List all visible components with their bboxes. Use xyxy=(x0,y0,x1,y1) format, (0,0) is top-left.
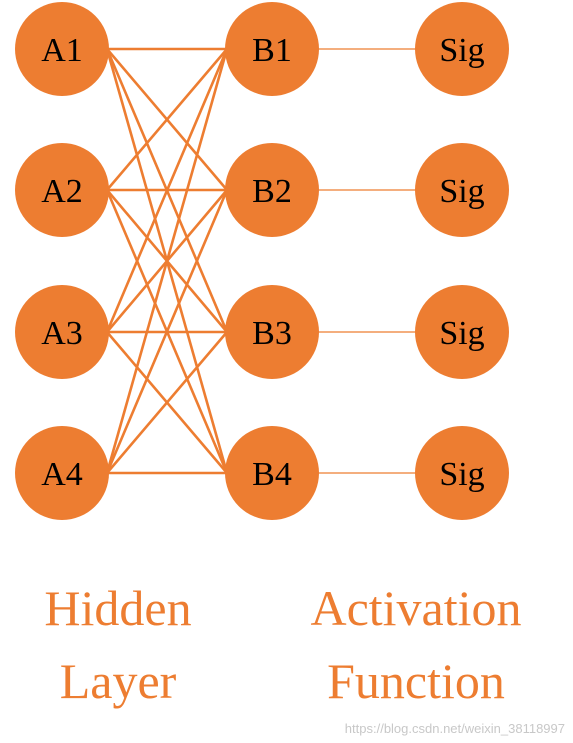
node-sig-3: Sig xyxy=(415,285,509,379)
node-b2-label: B2 xyxy=(252,173,292,210)
watermark: https://blog.csdn.net/weixin_38118997 xyxy=(345,721,565,736)
node-sig-2: Sig xyxy=(415,143,509,237)
node-b3: B3 xyxy=(225,285,319,379)
edge-a4-b3 xyxy=(106,331,228,474)
node-a1-circle xyxy=(15,2,109,96)
node-b4-label: B4 xyxy=(252,456,292,493)
node-a3-label: A3 xyxy=(41,315,83,352)
edge-a2-b1 xyxy=(106,48,228,191)
node-b3-label: B3 xyxy=(252,315,292,352)
node-sig-2-label: Sig xyxy=(439,173,484,210)
node-b3-circle xyxy=(225,285,319,379)
node-a1-label: A1 xyxy=(41,32,83,69)
node-b1-label: B1 xyxy=(252,32,292,69)
node-a2: A2 xyxy=(15,143,109,237)
node-a3-circle xyxy=(15,285,109,379)
caption-hidden-line-1: Hidden xyxy=(44,580,191,636)
node-sig-4: Sig xyxy=(415,426,509,520)
node-sig-4-label: Sig xyxy=(439,456,484,493)
node-sig-1: Sig xyxy=(415,2,509,96)
node-a2-label: A2 xyxy=(41,173,83,210)
node-b4: B4 xyxy=(225,426,319,520)
node-sig-3-circle xyxy=(415,285,509,379)
node-b1-circle xyxy=(225,2,319,96)
node-b1: B1 xyxy=(225,2,319,96)
edge-a4-b1 xyxy=(105,48,229,474)
node-b2-circle xyxy=(225,143,319,237)
node-a2-circle xyxy=(15,143,109,237)
node-sig-1-circle xyxy=(415,2,509,96)
caption-activation-line-1: Activation xyxy=(310,580,521,636)
node-sig-4-circle xyxy=(415,426,509,520)
edge-a4-b2 xyxy=(105,189,229,474)
dense-connections xyxy=(105,47,229,475)
node-sig-3-label: Sig xyxy=(439,315,484,352)
caption-hidden-layer: Hidden Layer xyxy=(44,580,191,709)
node-sig-1-label: Sig xyxy=(439,32,484,69)
edge-a3-b1 xyxy=(105,48,229,333)
node-sig-2-circle xyxy=(415,143,509,237)
node-b2: B2 xyxy=(225,143,319,237)
node-a4-label: A4 xyxy=(41,456,83,493)
node-a4: A4 xyxy=(15,426,109,520)
activation-connections xyxy=(317,48,417,474)
node-a4-circle xyxy=(15,426,109,520)
node-a3: A3 xyxy=(15,285,109,379)
node-b4-circle xyxy=(225,426,319,520)
caption-activation-line-2: Function xyxy=(327,653,505,709)
caption-hidden-line-2: Layer xyxy=(60,653,177,709)
node-a1: A1 xyxy=(15,2,109,96)
caption-activation-function: Activation Function xyxy=(310,580,521,709)
